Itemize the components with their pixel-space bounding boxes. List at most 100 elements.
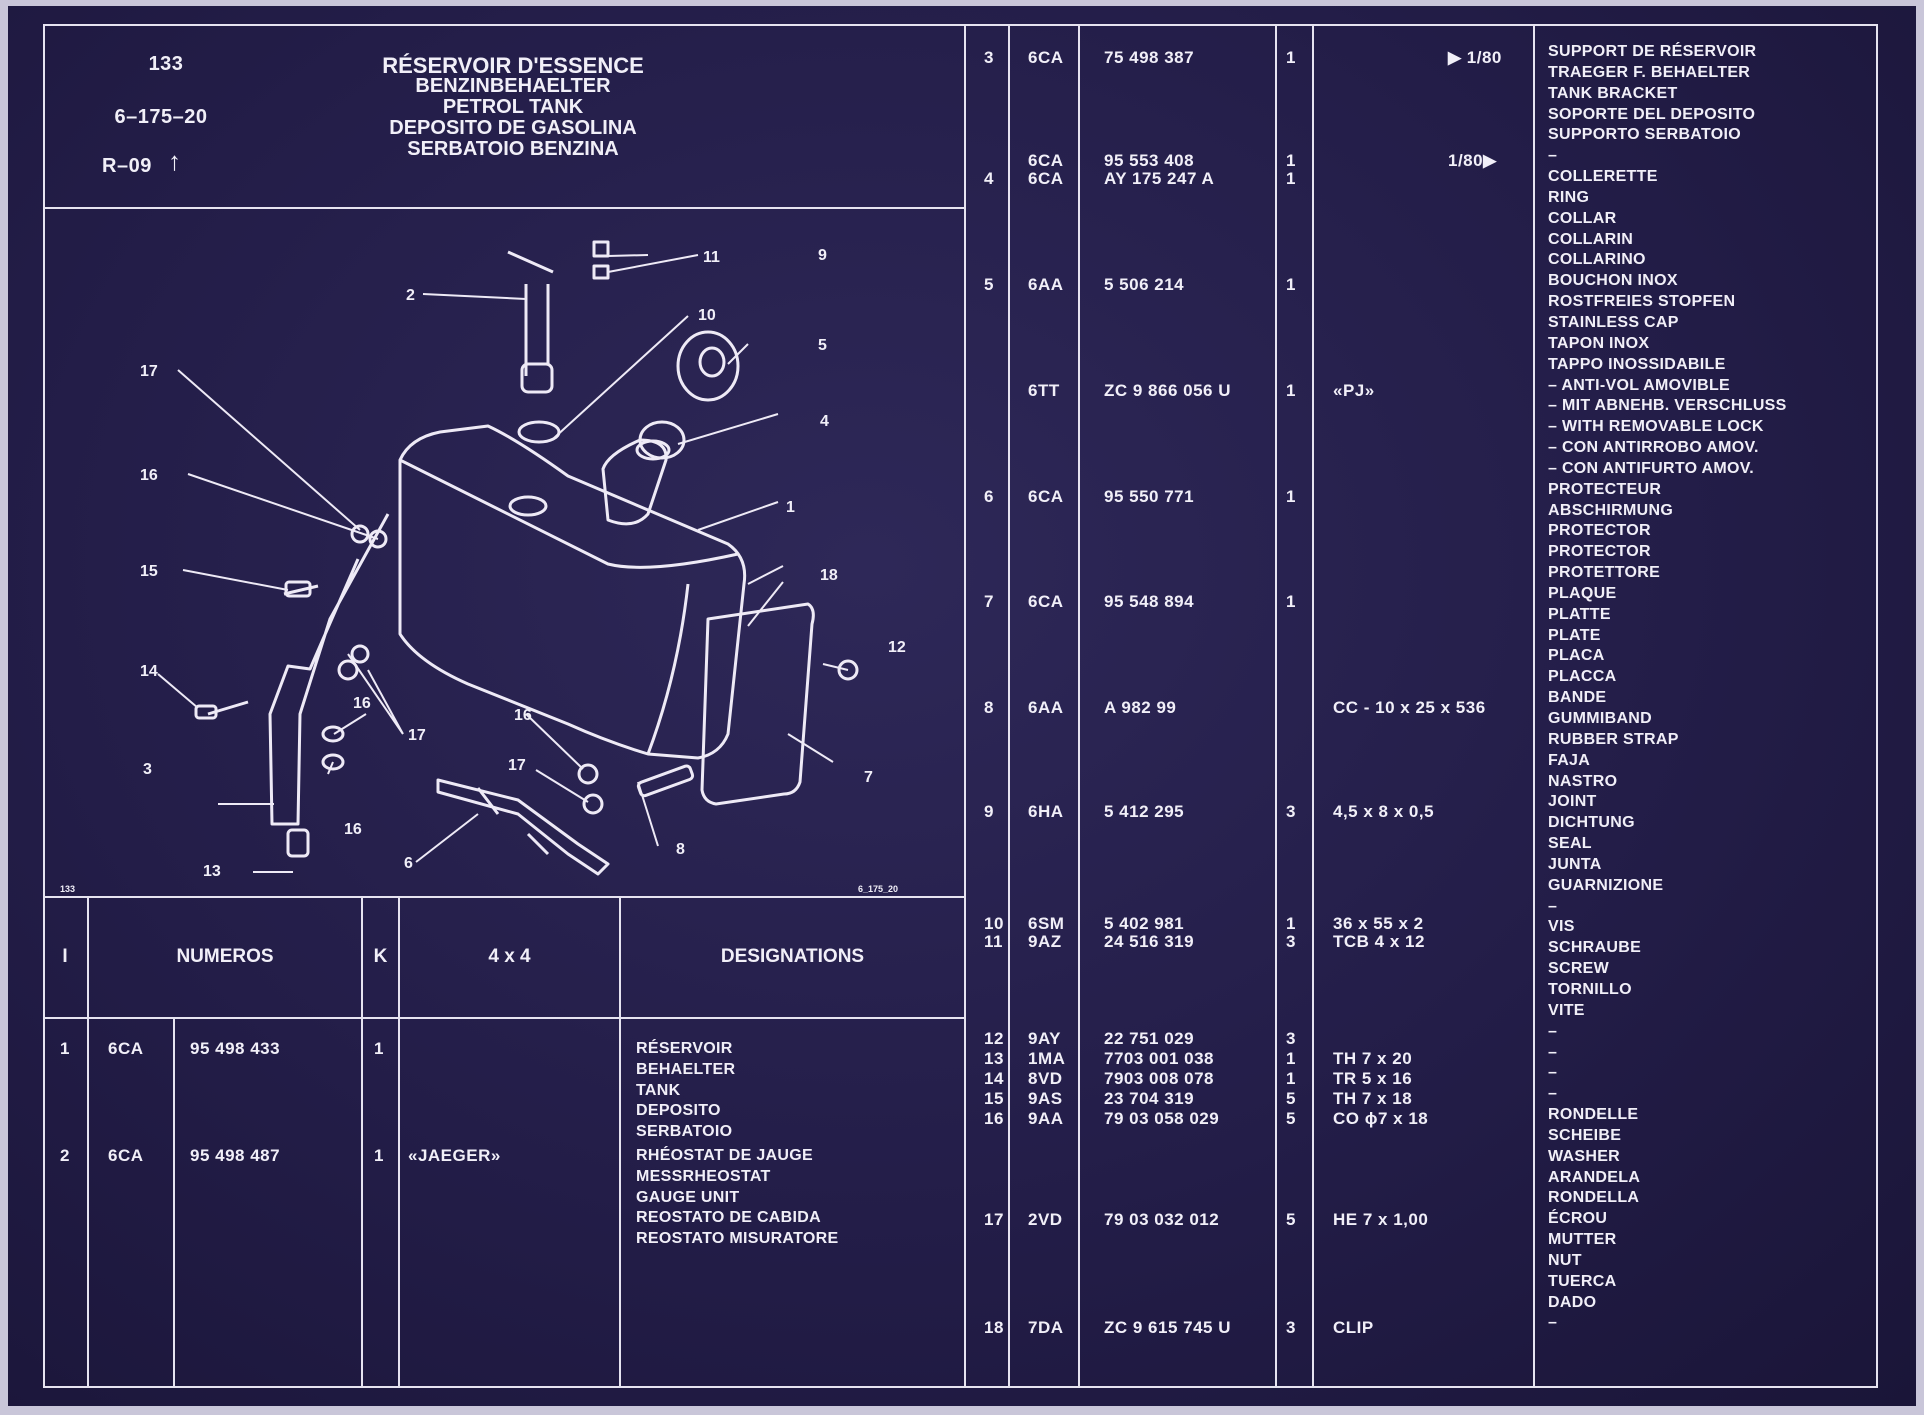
rrow14-note: TR 5 x 16 [1333, 1069, 1413, 1088]
col-line-1 [87, 896, 89, 1388]
rrow12-num: 22 751 029 [1104, 1029, 1195, 1048]
callout-4: 4 [820, 413, 829, 430]
callout-14: 14 [140, 663, 158, 680]
rrow3-i: 4 [984, 169, 994, 188]
rubber-strap [436, 778, 610, 876]
corner-code-left: 133 [60, 884, 75, 894]
title-fr: RÉSERVOIR D'ESSENCE [382, 53, 644, 78]
gauge-unit [507, 250, 554, 376]
row1-qty: 1 [374, 1039, 384, 1058]
rrow7-i: 7 [984, 592, 994, 611]
tank-side-edge [646, 583, 690, 755]
rrow15-note: TH 7 x 18 [1333, 1089, 1413, 1108]
callout-2: 2 [406, 287, 415, 304]
callout-6: 6 [404, 855, 413, 872]
rrow18-k: 3 [1286, 1318, 1296, 1337]
rrow16-grp: 9AA [1028, 1109, 1064, 1128]
rrow13-k: 1 [1286, 1049, 1296, 1068]
callout-15: 15 [140, 563, 158, 580]
callout-16d: 16 [514, 707, 532, 724]
rrow8-num: A 982 99 [1104, 698, 1177, 717]
rrow2-num: 95 553 408 [1104, 151, 1195, 170]
rrow18-grp: 7DA [1028, 1318, 1064, 1337]
rrow13-num: 7703 001 038 [1104, 1049, 1214, 1068]
support-bracket [268, 513, 390, 826]
callout-12: 12 [888, 639, 906, 656]
title-it: SERBATOIO BENZINA [407, 138, 619, 160]
callout-16b: 16 [353, 695, 371, 712]
callout-17c: 17 [508, 757, 526, 774]
col-header-variant: 4 x 4 [488, 946, 531, 967]
rrow6-grp: 6CA [1028, 487, 1064, 506]
row1-index: 1 [60, 1039, 70, 1058]
rcol-line-3 [1275, 24, 1277, 1388]
rrow14-grp: 8VD [1028, 1069, 1063, 1088]
rrow11-grp: 9AZ [1028, 932, 1062, 951]
rrow7-num: 95 548 894 [1104, 592, 1195, 611]
rrow15-num: 23 704 319 [1104, 1089, 1195, 1108]
rrow18-i: 18 [984, 1318, 1004, 1337]
rrow13-i: 13 [984, 1049, 1004, 1068]
title-de: BENZINBEHAELTER [415, 75, 611, 97]
rrow4-grp: 6AA [1028, 275, 1064, 294]
collar-ring [638, 420, 686, 460]
rrow8-i: 8 [984, 698, 994, 717]
col-line-2 [173, 1017, 175, 1388]
row1-group: 6CA [108, 1039, 144, 1058]
col-header-index: I [62, 946, 68, 967]
col-header-numeros: NUMEROS [176, 946, 274, 967]
ref-code: 6–175–20 [114, 106, 208, 128]
rrow5-num: ZC 9 866 056 U [1104, 381, 1232, 400]
rrow15-k: 5 [1286, 1089, 1296, 1108]
callout-16c: 16 [344, 821, 362, 838]
parts-sheet: 133 6–175–20 R–09 ↑ RÉSERVOIR D'ESSENCE … [8, 6, 1916, 1406]
rrow10-grp: 6SM [1028, 914, 1065, 933]
rrow4-num: 5 506 214 [1104, 275, 1185, 294]
rrow16-num: 79 03 058 029 [1104, 1109, 1220, 1128]
rrow1-i: 3 [984, 48, 994, 67]
rrow5-note: «PJ» [1333, 381, 1375, 400]
page-number: 133 [148, 53, 184, 75]
col-header-designations: DESIGNATIONS [720, 946, 865, 967]
rrow2-k: 1 [1286, 151, 1296, 170]
rrow8-grp: 6AA [1028, 698, 1064, 717]
rrow10-i: 10 [984, 914, 1004, 933]
rrow11-num: 24 516 319 [1104, 932, 1195, 951]
rrow17-i: 17 [984, 1210, 1004, 1229]
sheet-frame [43, 24, 1878, 1388]
title-en: PETROL TANK [442, 96, 584, 118]
row1-number: 95 498 433 [190, 1039, 281, 1058]
col-line-3 [361, 896, 363, 1388]
callout-5: 5 [818, 337, 827, 354]
rrow17-note: HE 7 x 1,00 [1333, 1210, 1429, 1229]
rrow5-grp: 6TT [1028, 381, 1060, 400]
col-header-k: K [373, 946, 388, 967]
seal-strip [636, 764, 695, 798]
callout-3: 3 [143, 761, 152, 778]
rrow17-grp: 2VD [1028, 1210, 1063, 1229]
rrow14-num: 7903 008 078 [1104, 1069, 1214, 1088]
rrow5-k: 1 [1286, 381, 1296, 400]
corner-code-right: 6_175_20 [858, 884, 898, 894]
rrow11-note: TCB 4 x 12 [1333, 932, 1425, 951]
rrow15-grp: 9AS [1028, 1089, 1063, 1108]
header-divider [43, 207, 966, 209]
callout-17b: 17 [408, 727, 426, 744]
rrow9-k: 3 [1286, 802, 1296, 821]
rrow1-num: 75 498 387 [1104, 48, 1195, 67]
rrow9-i: 9 [984, 802, 994, 821]
filler-neck [601, 438, 668, 526]
rrow9-grp: 6HA [1028, 802, 1064, 821]
rrow12-i: 12 [984, 1029, 1004, 1048]
rrow6-num: 95 550 771 [1104, 487, 1195, 506]
callout-10: 10 [698, 307, 716, 324]
rrow1-k: 1 [1286, 48, 1296, 67]
callout-9: 9 [818, 247, 827, 264]
rrow15-i: 15 [984, 1089, 1004, 1108]
rrow16-i: 16 [984, 1109, 1004, 1128]
rrow7-k: 1 [1286, 592, 1296, 611]
rrow12-grp: 9AY [1028, 1029, 1062, 1048]
rrow6-k: 1 [1286, 487, 1296, 506]
rrow2-grp: 6CA [1028, 151, 1064, 170]
row2-note: «JAEGER» [408, 1146, 501, 1165]
